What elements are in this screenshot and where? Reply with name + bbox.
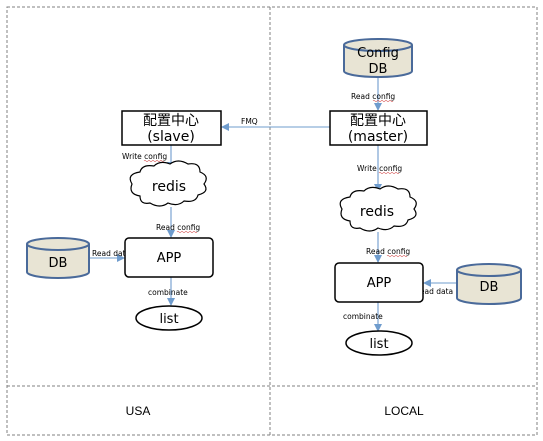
redis-left-label: redis: [152, 179, 186, 195]
list-left-label: list: [159, 312, 178, 327]
db-right-label: DB: [480, 280, 499, 295]
edge-label-read-config-left: Read config: [156, 223, 200, 232]
edge-label-read-data-right: Read data: [415, 287, 453, 296]
edge-label-read-config-right: Read config: [366, 247, 410, 256]
config-center-master-line2: (master): [348, 129, 408, 145]
app-left-label: APP: [157, 251, 182, 266]
redis-right-label: redis: [360, 204, 394, 220]
db-cylinder-right: DB: [456, 263, 522, 305]
app-box-right: APP: [334, 262, 424, 303]
edge-label-read-config-top: Read config: [351, 92, 395, 101]
edge-label-write-config-right: Write config: [357, 164, 402, 173]
redis-cloud-right: redis: [339, 185, 417, 232]
config-center-slave-box: 配置中心 (slave): [121, 110, 222, 146]
config-db-cylinder: Config DB: [343, 38, 413, 78]
app-right-label: APP: [367, 276, 392, 291]
db-left-label: DB: [49, 256, 68, 271]
region-label-usa: USA: [126, 404, 151, 418]
edge-label-fmq: FMQ: [241, 117, 258, 126]
list-ellipse-right: list: [345, 330, 413, 356]
db-cylinder-left: DB: [26, 237, 90, 279]
list-right-label: list: [369, 337, 388, 352]
list-ellipse-left: list: [135, 305, 203, 331]
redis-cloud-left: redis: [129, 160, 207, 207]
config-center-slave-line2: (slave): [147, 129, 195, 145]
config-center-master-box: 配置中心 (master): [329, 110, 428, 146]
app-box-left: APP: [124, 237, 214, 278]
edge-label-read-data-left: Read data: [92, 249, 130, 258]
edge-label-write-config-left: Write config: [122, 152, 167, 161]
config-center-slave-line1: 配置中心: [143, 113, 199, 129]
config-db-label-line1: Config: [357, 46, 399, 61]
region-label-local: LOCAL: [384, 404, 424, 418]
config-db-label-line2: DB: [369, 62, 388, 77]
region-frame: [6, 6, 538, 436]
config-center-master-line1: 配置中心: [350, 113, 406, 129]
edge-label-combinate-right: combinate: [343, 312, 383, 321]
edge-label-combinate-left: combinate: [148, 288, 188, 297]
